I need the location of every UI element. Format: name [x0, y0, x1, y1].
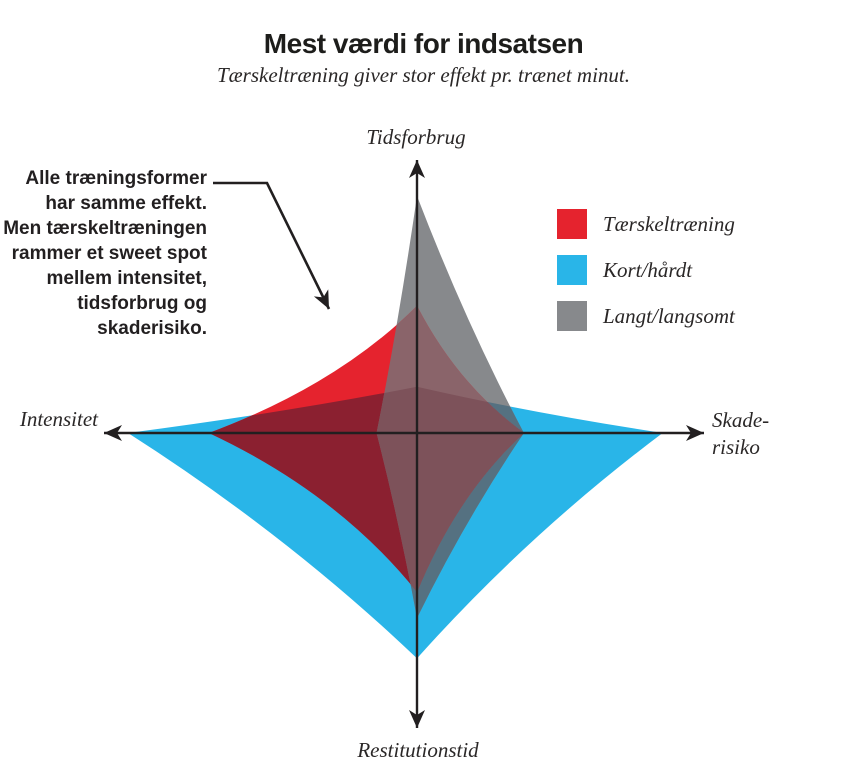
axis-label-intensitet: Intensitet: [19, 407, 98, 431]
legend-item-kort-haardt: Kort/hårdt: [557, 255, 735, 285]
annotation-line: har samme effekt.: [45, 193, 207, 214]
legend-swatch-red: [557, 209, 587, 239]
axis-label-restitutionstid: Restitutionstid: [357, 738, 479, 762]
legend-label: Kort/hårdt: [603, 257, 693, 282]
annotation-line: tidsforbrug og: [77, 293, 207, 314]
chart-legend: Tærskeltræning Kort/hårdt Langt/langsomt: [557, 209, 735, 347]
legend-item-langt-langsomt: Langt/langsomt: [557, 301, 735, 331]
legend-item-taerskeltraening: Tærskeltræning: [557, 209, 735, 239]
annotation-line: Alle træningsformer: [25, 168, 207, 189]
legend-swatch-blue: [557, 255, 587, 285]
annotation-arrow: [213, 181, 331, 310]
annotation-line: rammer et sweet spot: [11, 243, 207, 264]
overlap-red-gray-blue-region: [376, 386, 524, 592]
page-title: Mest værdi for indsatsen: [263, 28, 584, 59]
axis-label-tidsforbrug: Tidsforbrug: [366, 125, 466, 149]
legend-swatch-gray: [557, 301, 587, 331]
legend-label: Tærskeltræning: [603, 211, 735, 236]
annotation-line: mellem intensitet,: [46, 268, 208, 289]
page-subtitle: Tærskeltræning giver stor effekt pr. træ…: [217, 63, 630, 87]
annotation-line: skaderisiko.: [97, 318, 207, 339]
annotation-line: Men tærskeltræningen: [3, 218, 207, 239]
legend-label: Langt/langsomt: [603, 303, 735, 328]
axis-label-skaderisiko: Skade- risiko: [712, 408, 770, 459]
chart-axes: [104, 160, 704, 728]
annotation-text: Alle træningsformer har samme effekt. Me…: [0, 166, 207, 341]
